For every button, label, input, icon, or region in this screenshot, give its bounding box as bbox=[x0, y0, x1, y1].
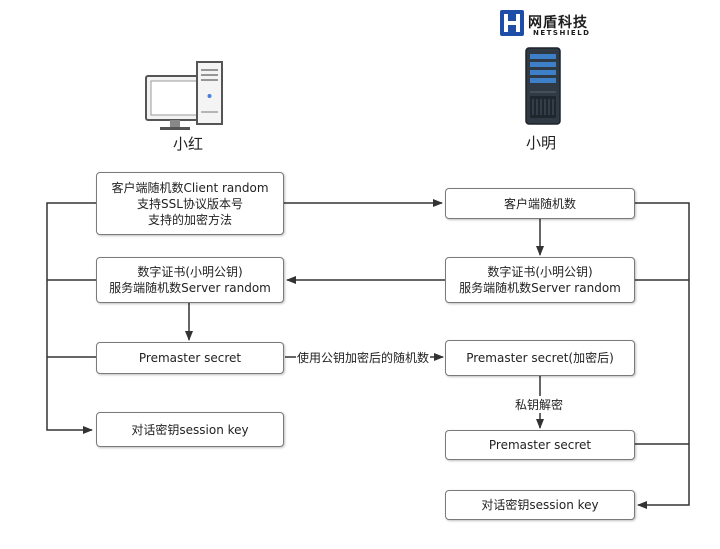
client-actor-label: 小红 bbox=[173, 135, 204, 153]
client-hello-line-3: 支持的加密方法 bbox=[147, 212, 232, 227]
client-session-key-box: 对话密钥session key bbox=[96, 412, 284, 447]
edge-label-encrypted-random: 使用公钥加密后的随机数 bbox=[296, 349, 431, 366]
server-client-random-box: 客户端随机数 bbox=[445, 188, 635, 219]
server-premaster-box: Premaster secret bbox=[445, 430, 635, 460]
server-cert-box: 数字证书(小明公钥) 服务端随机数Server random bbox=[445, 257, 635, 303]
edge-client-left-bracket bbox=[46, 202, 96, 434]
server-cert-line-1: 数字证书(小明公钥) bbox=[487, 265, 593, 279]
client-hello-line-2: 支持SSL协议版本号 bbox=[137, 196, 243, 211]
server-session-key-text: 对话密钥session key bbox=[481, 498, 599, 512]
server-session-key-box: 对话密钥session key bbox=[445, 490, 635, 520]
server-premaster-text: Premaster secret bbox=[488, 438, 592, 452]
server-cert-line-2: 服务端随机数Server random bbox=[459, 281, 621, 295]
server-premaster-encrypted-box: Premaster secret(加密后) bbox=[445, 340, 635, 376]
server-premaster-encrypted-text: Premaster secret(加密后) bbox=[466, 351, 614, 365]
client-hello-line-1: 客户端随机数Client random bbox=[111, 180, 269, 195]
logo-title: 网盾科技 bbox=[528, 15, 588, 31]
client-session-key-text: 对话密钥session key bbox=[131, 422, 249, 437]
client-hello-box: 客户端随机数Client random 支持SSL协议版本号 支持的加密方法 bbox=[96, 172, 284, 235]
client-premaster-box: Premaster secret bbox=[96, 342, 284, 374]
edge-server-right-bracket bbox=[635, 202, 690, 509]
client-cert-line-1: 数字证书(小明公钥) bbox=[137, 265, 243, 279]
client-premaster-text: Premaster secret bbox=[138, 351, 242, 365]
server-icon bbox=[525, 47, 561, 125]
client-cert-line-2: 服务端随机数Server random bbox=[109, 281, 271, 295]
server-actor-label: 小明 bbox=[526, 134, 557, 152]
edge-label-private-key-decrypt: 私钥解密 bbox=[514, 396, 565, 413]
server-client-random-text: 客户端随机数 bbox=[503, 196, 576, 211]
logo-subtitle: NETSHIELD bbox=[533, 29, 591, 37]
client-cert-box: 数字证书(小明公钥) 服务端随机数Server random bbox=[96, 257, 284, 303]
netshield-logo-mark bbox=[500, 10, 524, 36]
client-computer-icon bbox=[145, 61, 223, 130]
